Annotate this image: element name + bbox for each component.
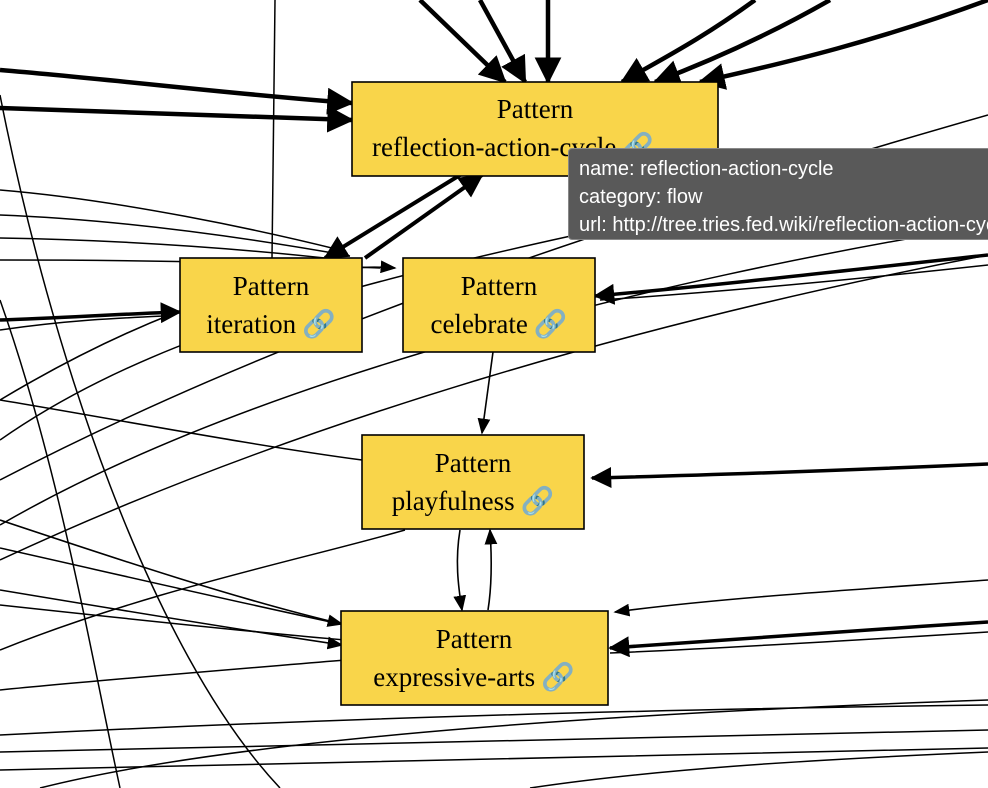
node-iteration[interactable]: Pattern iteration🔗 [179,257,363,353]
link-icon[interactable]: 🔗 [534,307,568,340]
node-tooltip: name: reflection-action-cycle category: … [568,148,988,240]
edges-to-reflection-action-cycle [0,0,988,260]
node-playfulness[interactable]: Pattern playfulness🔗 [361,434,585,530]
node-type-label: Pattern [436,624,513,654]
node-expressive-arts[interactable]: Pattern expressive-arts🔗 [340,610,609,706]
node-name-label: expressive-arts🔗 [373,660,575,693]
node-type-label: Pattern [435,448,512,478]
node-name-label: iteration🔗 [206,307,336,340]
node-type-label: Pattern [497,94,574,124]
link-icon[interactable]: 🔗 [521,484,555,517]
node-celebrate[interactable]: Pattern celebrate🔗 [402,257,596,353]
node-name-label: playfulness🔗 [392,484,555,517]
tooltip-url-line: url: http://tree.tries.fed.wiki/reflecti… [579,214,988,236]
node-name-label: celebrate🔗 [430,307,567,340]
link-icon[interactable]: 🔗 [302,307,336,340]
node-type-label: Pattern [461,271,538,301]
link-icon[interactable]: 🔗 [541,660,575,693]
node-box [179,257,363,353]
tooltip-name-line: name: reflection-action-cycle [579,158,834,180]
tooltip-category-line: category: flow [579,186,703,208]
node-type-label: Pattern [233,271,310,301]
node-box [402,257,596,353]
node-box [361,434,585,530]
node-box [340,610,609,706]
